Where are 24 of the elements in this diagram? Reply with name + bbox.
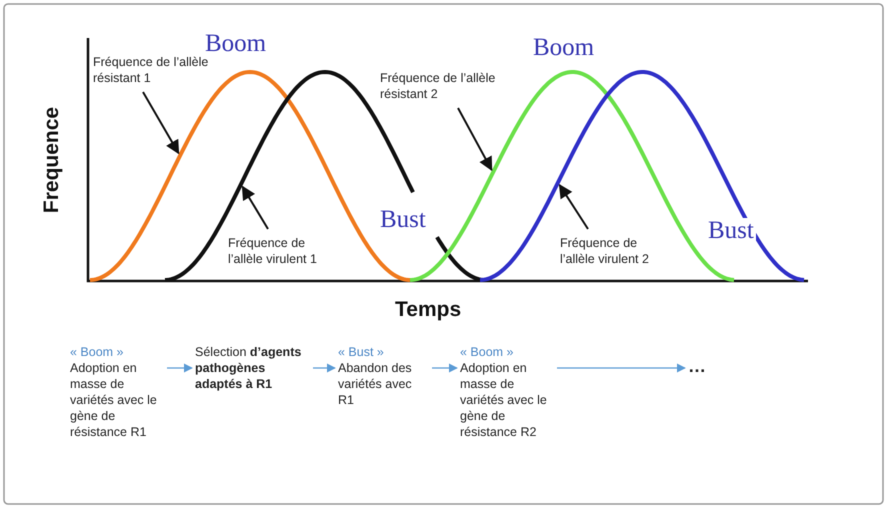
step-text: Sélection d’agents pathogènes adaptés à R1 (195, 344, 311, 392)
leader-arrow (558, 184, 589, 230)
step-text: Adoption en masse de variétés avec le gène de résistance R1 (70, 360, 158, 440)
boom-label: Boom (205, 30, 266, 57)
leader-arrow (457, 108, 492, 172)
ellipsis: … (688, 358, 718, 374)
leader-arrow (242, 186, 269, 230)
curve-label: Fréquence de l’allèle résistant 1 (93, 54, 218, 86)
step-heading: « Bust » (338, 344, 385, 360)
leader-arrow (142, 92, 180, 154)
arrow (167, 363, 193, 373)
axis-title: Frequence (40, 106, 64, 214)
boom-label: Boom (533, 34, 594, 62)
curve-label: Fréquence de l’allèle résistant 2 (380, 70, 505, 102)
curve-label: Fréquence de l’allèle virulent 1 (228, 235, 343, 267)
arrow (432, 363, 458, 373)
step-heading: « Boom » (70, 344, 125, 360)
step-text: Adoption en masse de variétés avec le gène de résistance R2 (460, 360, 548, 440)
arrow (313, 363, 336, 373)
step-heading: « Boom » (460, 344, 515, 360)
curve-label: Fréquence de l’allèle virulent 2 (560, 235, 675, 267)
arrow (557, 363, 686, 373)
step-text: Abandon des variétés avec R1 (338, 360, 413, 408)
axis-title: Temps (395, 298, 462, 322)
